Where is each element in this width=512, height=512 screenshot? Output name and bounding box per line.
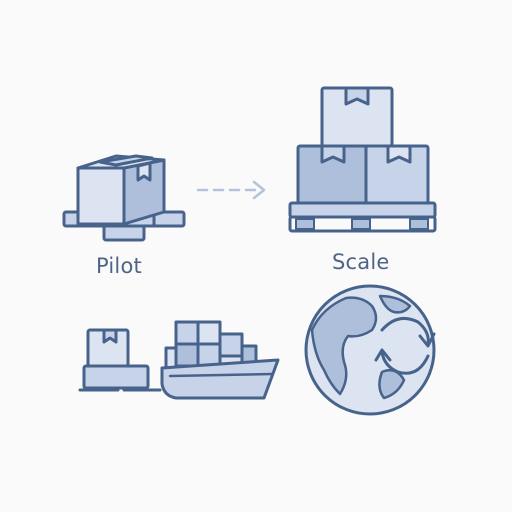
dashed-arrow-right-icon xyxy=(196,180,266,200)
container-ship-icon xyxy=(160,320,280,400)
globe-with-circular-arrows-icon xyxy=(304,284,436,416)
small-box-on-pallet-icon xyxy=(78,328,162,392)
stacked-boxes-on-pallet-icon xyxy=(288,86,437,233)
single-box-on-pallet-icon xyxy=(62,154,186,242)
pilot-label: Pilot xyxy=(96,254,142,278)
scale-label: Scale xyxy=(332,250,390,274)
